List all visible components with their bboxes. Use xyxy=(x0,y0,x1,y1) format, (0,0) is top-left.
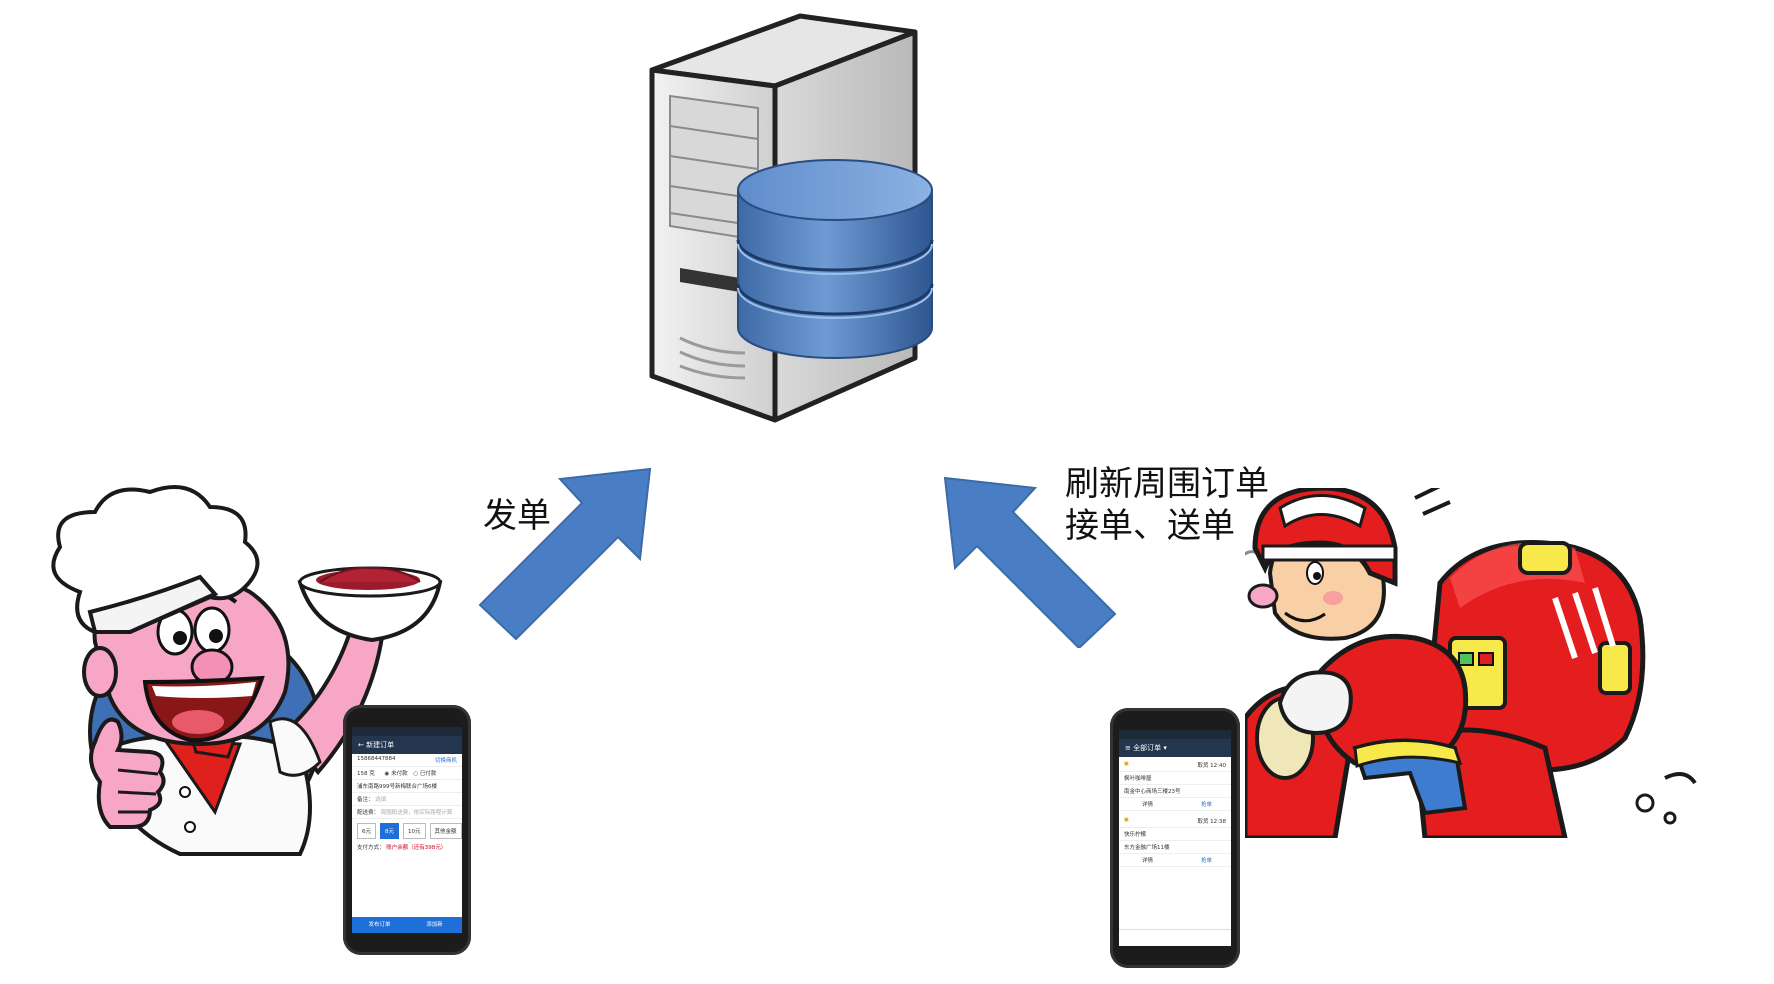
bell-icon: ● xyxy=(1124,817,1129,823)
grab-order-button[interactable]: 抢单 xyxy=(1200,802,1212,808)
all-orders-title[interactable]: ≡ 全部订单 ▾ xyxy=(1119,739,1231,757)
new-order-title: ← 新建订单 xyxy=(352,736,462,754)
send-order-arrow xyxy=(478,467,652,641)
bottom-buttons: 发布订单 添加新 xyxy=(352,917,462,933)
merchant-phone: ← 新建订单 15868447884 切换商机 158 克 ◉ 未付款 ○ 已付… xyxy=(343,705,471,955)
bottom-tabs: 我的任务(4) 刷新列表 xyxy=(1119,929,1231,946)
accept-deliver-label: 接单、送单 xyxy=(1065,506,1235,546)
fee-chip[interactable]: 6元 xyxy=(357,823,376,839)
detail-button[interactable]: 详情 xyxy=(1142,858,1154,864)
fee-chip[interactable]: 10元 xyxy=(403,823,426,839)
send-order-label: 发单 xyxy=(483,496,551,536)
phone-number-row[interactable]: 15868447884 切换商机 xyxy=(352,754,462,767)
order-actions: 详情 抢单 xyxy=(1119,854,1231,867)
my-tasks-tab[interactable]: 我的任务(4) xyxy=(1132,935,1162,941)
grab-order-button[interactable]: 抢单 xyxy=(1200,858,1212,864)
order-card[interactable]: ● 取货 12:38 xyxy=(1119,811,1231,828)
bell-icon: ● xyxy=(1124,761,1129,767)
accept-order-arrow xyxy=(943,476,1117,648)
courier-illustration xyxy=(1245,488,1697,838)
fee-chip[interactable]: 其他金额 xyxy=(429,823,462,839)
status-bar xyxy=(1119,730,1231,739)
order-card[interactable]: ● 取货 12:40 xyxy=(1119,757,1231,772)
chevron-down-icon: ▾ xyxy=(1163,744,1167,752)
order-actions: 详情 抢单 xyxy=(1119,798,1231,811)
menu-icon[interactable]: ≡ xyxy=(1125,744,1131,752)
radio-paid[interactable]: ○ 已付款 xyxy=(413,771,437,777)
fee-row: 配送费： 周围配送费，依实际路程计算 xyxy=(352,806,462,819)
chef-illustration xyxy=(51,485,443,856)
radio-unpaid[interactable]: ◉ 未付款 xyxy=(384,771,408,777)
refresh-list-tab[interactable]: 刷新列表 xyxy=(1191,935,1214,941)
fee-chip[interactable]: 8元 xyxy=(380,823,399,839)
order-to: 南金中心商场三楼23号 xyxy=(1119,785,1231,798)
server-database-icon xyxy=(649,13,934,423)
merchant-phone-screen: ← 新建订单 15868447884 切换商机 158 克 ◉ 未付款 ○ 已付… xyxy=(352,727,462,933)
payment-row[interactable]: 支付方式： 账户余额（还有398元） xyxy=(357,845,447,851)
status-bar xyxy=(352,727,462,736)
order-to: 东方金融广场11楼 xyxy=(1119,841,1231,854)
order-from: 枫叶咖啡屋 xyxy=(1119,772,1231,785)
add-new-button[interactable]: 添加新 xyxy=(426,922,443,928)
courier-phone: ≡ 全部订单 ▾ ● 取货 12:40 枫叶咖啡屋 南金中心商场三楼23号 详情… xyxy=(1110,708,1240,968)
order-from: 快乐柠檬 xyxy=(1119,828,1231,841)
weight-row[interactable]: 158 克 ◉ 未付款 ○ 已付款 xyxy=(352,767,462,780)
refresh-orders-label: 刷新周围订单 xyxy=(1065,464,1269,504)
detail-button[interactable]: 详情 xyxy=(1142,802,1154,808)
note-row[interactable]: 备注： 选填 xyxy=(352,793,462,806)
address-row[interactable]: 浦东南路999号新梅联合广场6楼 xyxy=(352,780,462,793)
switch-merchant-link[interactable]: 切换商机 xyxy=(434,758,457,764)
back-arrow-icon[interactable]: ← xyxy=(358,741,364,749)
publish-order-button[interactable]: 发布订单 xyxy=(368,922,391,928)
courier-phone-screen: ≡ 全部订单 ▾ ● 取货 12:40 枫叶咖啡屋 南金中心商场三楼23号 详情… xyxy=(1119,730,1231,946)
